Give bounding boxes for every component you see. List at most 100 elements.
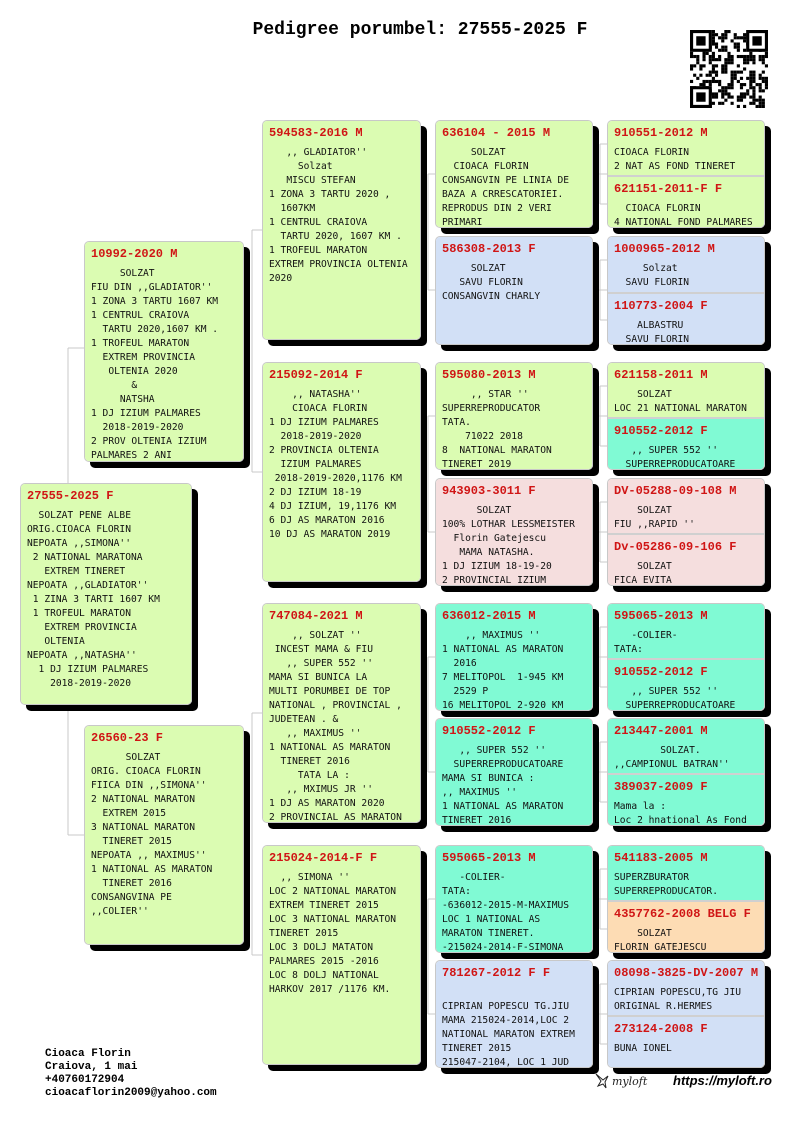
pigeon-entry: 215092-2014 F ,, NATASHA'' CIOACA FLORIN… (263, 363, 420, 581)
ring-number[interactable]: 586308-2013 F (442, 242, 536, 256)
qr-code-icon (690, 30, 768, 108)
ring-number[interactable]: 943903-3011 F (442, 484, 536, 498)
pigeon-note-line: 1 ZONA 3 TARTU 2020 , (269, 189, 391, 200)
pigeon-card-fm[interactable]: 215092-2014 F ,, NATASHA'' CIOACA FLORIN… (262, 362, 421, 582)
pigeon-note-line: SAVU FLORIN (614, 333, 690, 345)
ring-number[interactable]: 910552-2012 F (614, 424, 708, 438)
pigeon-note-line: LOC 3 NATIONAL MARATON (269, 914, 397, 925)
pigeon-note-line: TATA: (614, 644, 643, 655)
breeder-name: Cioaca Florin (45, 1048, 131, 1060)
pigeon-note-line: ALBASTRU (614, 319, 684, 331)
ring-number[interactable]: 636012-2015 M (442, 609, 536, 623)
ring-number[interactable]: 595080-2013 M (442, 368, 536, 382)
pigeon-card-ff[interactable]: 594583-2016 M ,, GLADIATOR'' Solzat MISC… (262, 120, 421, 340)
pigeon-note-line: SUPERREPRODUCATOARE (442, 759, 564, 770)
pigeon-note-line: ​ (442, 986, 586, 1000)
pigeon-note-line: ,, MAXIMUS '' (442, 787, 518, 798)
ring-number[interactable]: 910552-2012 F (442, 724, 536, 738)
pigeon-note-line: 4 NATIONAL FOND PALMARES (614, 217, 753, 228)
pigeon-entry: 910551-2012 M CIOACA FLORIN 2 NAT AS FOND … (608, 121, 764, 175)
pigeon-note-line: -636012-2015-M-MAXIMUS (442, 900, 570, 911)
ring-number[interactable]: 1000965-2012 M (614, 242, 715, 256)
pigeon-entry: 08098-3825-DV-2007 M CIPRIAN POPESCU,TG J… (608, 961, 764, 1015)
ring-number[interactable]: DV-05288-09-108 M (614, 484, 737, 498)
pigeon-note-line: IZIUM PALMARES (269, 459, 362, 470)
pigeon-note-line: 1 TROFEUL MARATON (27, 608, 131, 619)
pigeon-note-line: JUDETEAN . & (269, 714, 339, 725)
website-link[interactable]: https://myloft.ro (673, 1073, 772, 1088)
ring-number[interactable]: 595065-2013 M (614, 609, 708, 623)
pigeon-note-line: Loc 2 hnational As Fond (614, 815, 747, 826)
ring-number[interactable]: 273124-2008 F (614, 1022, 708, 1036)
pigeon-card-g5_9-g5_10[interactable]: 595065-2013 M -COLIER-TATA:910552-2012 F… (607, 603, 765, 711)
ring-number[interactable]: 621151-2011-F F (614, 182, 723, 196)
ring-number[interactable]: 747084-2021 M (269, 609, 363, 623)
ring-number[interactable]: 595065-2013 M (442, 851, 536, 865)
pigeon-note-line: ,, MAXIMUS '' (442, 630, 541, 641)
pigeon-card-mm[interactable]: 215024-2014-F F ,, SIMONA ''LOC 2 NATION… (262, 845, 421, 1065)
ring-number[interactable]: Dv-05286-09-106 F (614, 540, 737, 554)
ring-number[interactable]: 594583-2016 M (269, 126, 363, 140)
pigeon-note-line: EXTREM 2015 (91, 808, 167, 819)
ring-number[interactable]: 27555-2025 F (27, 489, 114, 503)
pigeon-card-mmf[interactable]: 595065-2013 M -COLIER-TATA:-636012-2015-… (435, 845, 593, 953)
pigeon-card-mfm[interactable]: 910552-2012 F ,, SUPER 552 '' SUPERREPRO… (435, 718, 593, 826)
ring-number[interactable]: 910551-2012 M (614, 126, 708, 140)
pigeon-note-line: SOLZAT (91, 752, 161, 763)
ring-number[interactable]: 4357762-2008 BELG F (614, 907, 751, 921)
ring-number[interactable]: 781267-2012 F F (442, 966, 551, 980)
pigeon-card-g5_1-g5_2[interactable]: 910551-2012 M CIOACA FLORIN 2 NAT AS FOND … (607, 120, 765, 228)
pigeon-note-line: EXTREM PROVINCIA (27, 622, 137, 633)
pigeon-note-line: OLTENIA (27, 636, 85, 647)
ring-number[interactable]: 541183-2005 M (614, 851, 708, 865)
ring-number[interactable]: 110773-2004 F (614, 298, 708, 313)
ring-number[interactable]: 26560-23 F (91, 731, 164, 745)
pigeon-card-fmf[interactable]: 595080-2013 M ,, STAR ''SUPERREPRODUCATO… (435, 362, 593, 470)
pigeon-note-line: 1 NATIONAL AS MARATON (442, 801, 564, 812)
pigeon-entry: 595065-2013 M -COLIER-TATA:-636012-2015-… (436, 846, 592, 952)
pigeon-note-line: PALMARES 2015 -2016 (269, 956, 379, 967)
pigeon-note-line: ,, SUPER 552 '' (442, 745, 546, 756)
pigeon-card-g5_15-g5_16[interactable]: 08098-3825-DV-2007 M CIPRIAN POPESCU,TG J… (607, 960, 765, 1068)
pigeon-note-line: 2 NATIONAL MARATON (91, 794, 195, 805)
breeder-contact: Cioaca Florin Craiova, 1 mai +4076017290… (45, 1048, 217, 1100)
ring-number[interactable]: 10992-2020 M (91, 247, 178, 261)
pigeon-note-line: TATA LA : (269, 770, 350, 781)
pigeon-card-mf[interactable]: 747084-2021 M ,, SOLZAT '' INCEST MAMA &… (262, 603, 421, 823)
ring-number[interactable]: 08098-3825-DV-2007 M (614, 966, 759, 980)
ring-number[interactable]: 910552-2012 F (614, 665, 708, 679)
ring-number[interactable]: 215092-2014 F (269, 368, 363, 382)
ring-number[interactable]: 213447-2001 M (614, 724, 708, 738)
pigeon-note-line: 1 DJ IZIUM PALMARES (27, 664, 149, 675)
pigeon-card-g5_11-g5_12[interactable]: 213447-2001 M SOLZAT.,,CAMPIONUL BATRAN'… (607, 718, 765, 826)
ring-number[interactable]: 389037-2009 F (614, 780, 708, 794)
pigeon-note-line: 2 NAT AS FOND TINERET (614, 161, 736, 172)
pigeon-card-mmm[interactable]: 781267-2012 F F​CIPRIAN POPESCU TG.JIUMA… (435, 960, 593, 1068)
pigeon-note-line: 1 CENTRUL CRAIOVA (91, 310, 190, 321)
pigeon-card-mff[interactable]: 636012-2015 M ,, MAXIMUS ''1 NATIONAL AS… (435, 603, 593, 711)
pigeon-note-line: CIOACA FLORIN (614, 147, 690, 158)
pigeon-note-line: ,, NATASHA'' (269, 389, 362, 400)
pigeon-note-line: FIICA DIN ,,SIMONA'' (91, 780, 207, 791)
ring-number[interactable]: 636104 - 2015 M (442, 126, 551, 140)
pigeon-note-line: SOLZAT. (614, 745, 701, 756)
pigeon-note-line: CIPRIAN POPESCU,TG JIU (614, 987, 742, 998)
pigeon-note-line: 2 PROVINCIAL IZIUM (442, 575, 546, 586)
ring-number[interactable]: 215024-2014-F F (269, 851, 378, 865)
pigeon-note-line: PALMARES 2 ANI (91, 450, 172, 461)
pigeon-note-line: ,, SIMONA '' (269, 872, 350, 883)
ring-number[interactable]: 621158-2011 M (614, 368, 708, 382)
